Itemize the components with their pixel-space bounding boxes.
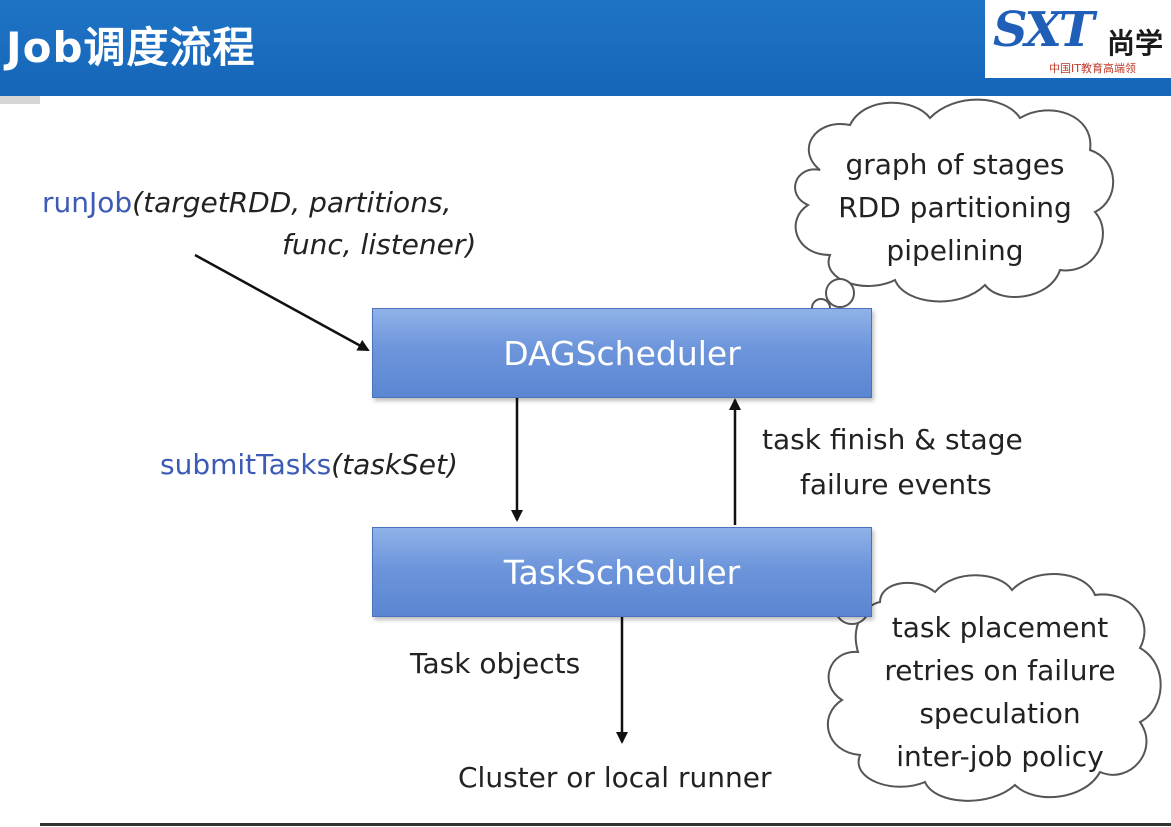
logo-subtitle: 中国IT教育高端领: [1049, 62, 1136, 75]
submit-tasks-func-name: submitTasks: [160, 448, 332, 481]
logo-name: 尚学: [1107, 27, 1164, 60]
header-strip: [0, 96, 40, 104]
runjob-args-line2: func, listener): [282, 228, 477, 261]
dag-bubble-line: RDD partitioning: [838, 191, 1072, 224]
dag-scheduler-box: DAGScheduler: [372, 308, 872, 398]
submit-tasks-call: submitTasks(taskSet): [160, 448, 458, 481]
feedback-label-line2: failure events: [800, 468, 992, 501]
task-bubble-line: speculation: [919, 697, 1081, 730]
runjob-arrow: [194, 253, 370, 352]
title-bar: [0, 0, 1171, 96]
task-bubble-text: task placement retries on failure specul…: [860, 606, 1140, 778]
task-bubble-line: inter-job policy: [896, 740, 1104, 773]
dag-bubble-line: pipelining: [886, 234, 1024, 267]
dag-thought-bubble: [794, 98, 1115, 325]
slide-title: Job调度流程: [6, 23, 256, 72]
dag-bubble-text: graph of stages RDD partitioning pipelin…: [815, 143, 1095, 272]
runjob-call: runJob(targetRDD, partitions,: [42, 186, 451, 219]
submit-tasks-args: (taskSet): [331, 448, 458, 481]
runjob-args-line1: (targetRDD, partitions,: [132, 186, 452, 219]
logo-mark: SXT: [993, 2, 1095, 58]
runjob-func-name: runJob: [42, 186, 133, 219]
task-bubble-line: retries on failure: [884, 654, 1116, 687]
dag-scheduler-label: DAGScheduler: [503, 333, 741, 373]
task-bubble-line: task placement: [891, 611, 1109, 644]
task-scheduler-label: TaskScheduler: [503, 552, 741, 592]
task-scheduler-box: TaskScheduler: [372, 527, 872, 617]
dag-bubble-line: graph of stages: [845, 148, 1065, 181]
task-objects-label: Task objects: [410, 647, 581, 680]
bottom-rule: [40, 823, 1171, 826]
brand-logo: SXT 尚学 中国IT教育高端领: [985, 0, 1171, 78]
runner-label: Cluster or local runner: [458, 761, 772, 794]
feedback-label-line1: task finish & stage: [762, 423, 1023, 456]
